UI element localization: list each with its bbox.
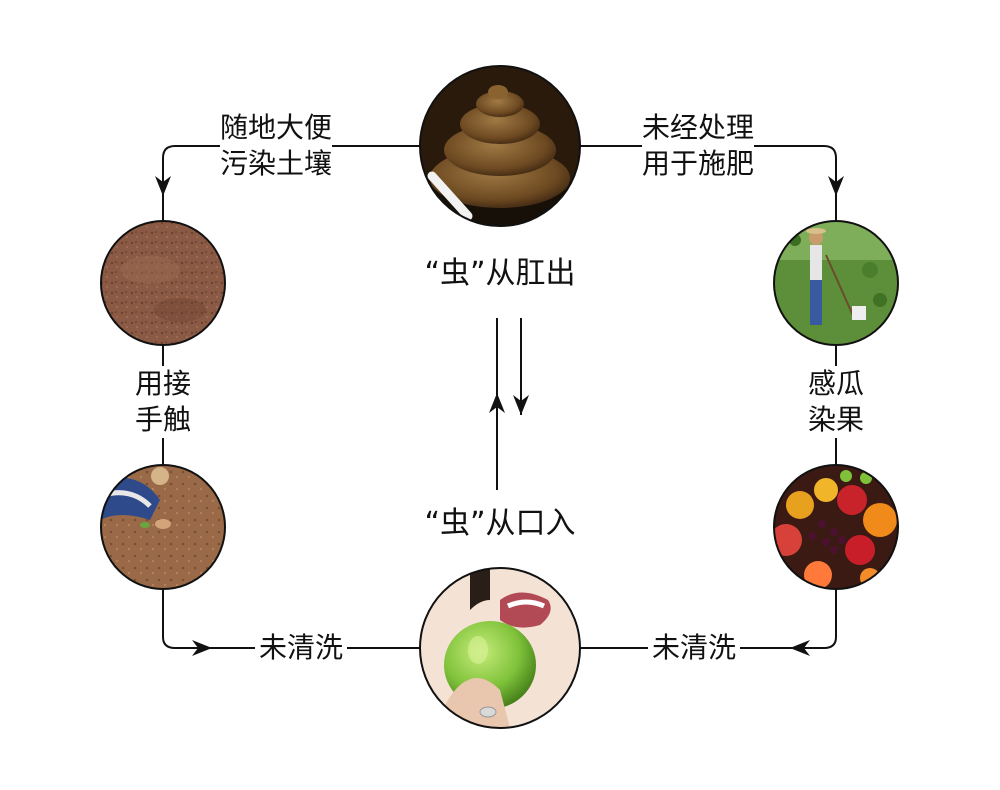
label-top-left: 随地大便 污染土壤 — [220, 110, 333, 182]
arrow-up-center-icon — [489, 393, 505, 413]
label-top-right-line-1: 未经处理 — [642, 111, 755, 144]
arrow-down-center-icon — [513, 395, 529, 415]
label-bottom-right: 未清洗 — [648, 630, 741, 666]
label-center-top: “虫”从肛出 — [424, 256, 576, 291]
node-soil — [100, 220, 226, 346]
label-top-right-line-2: 用于施肥 — [642, 147, 755, 180]
node-hands-soil — [100, 464, 226, 590]
arrow-right-bottom-left-icon — [192, 640, 212, 656]
connector-right-to-bottom — [580, 589, 837, 649]
connector-top-to-right — [580, 145, 837, 221]
label-center-bottom: “虫”从口入 — [424, 506, 576, 541]
arrow-left-bottom-right-icon — [790, 640, 810, 656]
arrow-down-left-icon — [155, 176, 171, 196]
label-left-mid-line-2: 手触 — [134, 403, 191, 436]
label-bottom-left: 未清洗 — [255, 630, 348, 666]
connector-top-to-left — [162, 145, 420, 221]
label-right-mid-line-2: 染果 — [807, 403, 864, 436]
label-left-mid-line-1: 用接 — [134, 367, 191, 400]
node-fruits — [773, 464, 899, 590]
label-top-left-line-1: 随地大便 — [220, 111, 333, 144]
arrowheads — [155, 176, 844, 656]
label-left-mid: 用接 手触 — [128, 366, 198, 438]
label-right-mid-line-1: 感瓜 — [807, 367, 864, 400]
arrow-down-right-icon — [828, 176, 844, 196]
label-top-right: 未经处理 用于施肥 — [642, 110, 755, 182]
node-farmer-field — [773, 220, 899, 346]
connector-left-to-bottom — [162, 589, 420, 649]
label-top-left-line-2: 污染土壤 — [220, 147, 333, 180]
label-right-mid: 感瓜 染果 — [801, 366, 871, 438]
node-feces — [419, 65, 581, 227]
cycle-connectors — [162, 145, 837, 649]
node-mouth-apple — [419, 567, 581, 729]
